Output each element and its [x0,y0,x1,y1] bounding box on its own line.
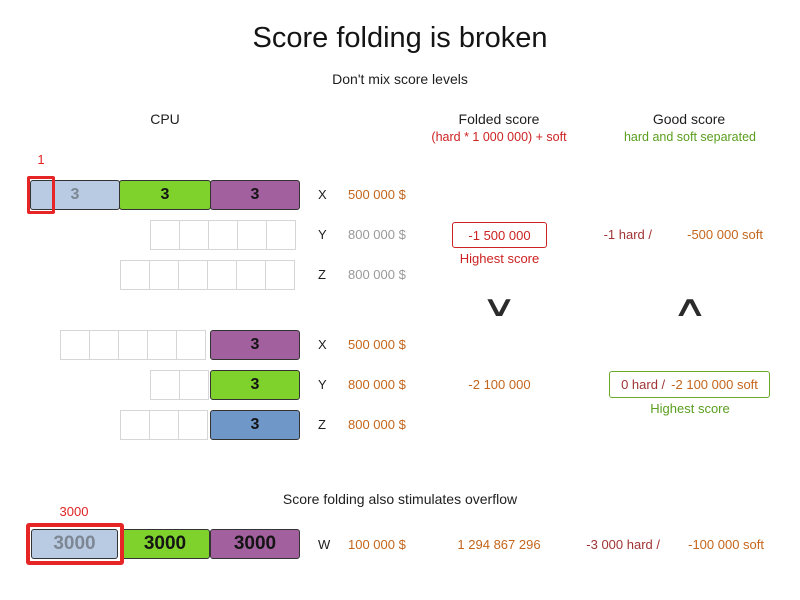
cpu-bar-empty [60,330,206,360]
machine-label: X [318,187,327,202]
empty-slot [208,220,238,250]
good-score-header: Good score [652,111,726,127]
empty-slot [149,260,179,290]
empty-slot [237,220,267,250]
empty-slot [120,410,150,440]
empty-slot [147,330,177,360]
empty-slot [150,220,180,250]
machine-cost: 800 000 $ [348,417,406,432]
empty-slot [266,220,296,250]
machine-label: Z [318,267,326,282]
overload-highlight-box [26,523,124,565]
process-block-blue: 3 [210,410,300,440]
good-score-formula: hard and soft separated [623,130,757,144]
process-block-green: 3 [119,180,211,210]
empty-slot [207,260,237,290]
machine-label: Y [318,227,327,242]
empty-slot [176,330,206,360]
highest-score-note-folded: Highest score [459,251,540,266]
empty-slot [60,330,90,360]
cpu-bar-empty [150,370,209,400]
good-score-soft: -100 000 soft [688,537,764,552]
empty-slot [179,220,209,250]
process-block-green: 3 [210,370,300,400]
overload-count-label: 1 [37,152,45,167]
folded-score-value: 1 294 867 296 [457,537,541,552]
machine-label: W [318,537,331,552]
overflow-subtitle: Score folding also stimulates overflow [282,491,518,507]
good-score-hard: -1 hard / [603,227,652,242]
empty-slot [265,260,295,290]
empty-slot [178,260,208,290]
folded-score-value: -1 500 000 [468,227,531,243]
folded-score-box: -1 500 000 [452,222,547,248]
machine-cost: 800 000 $ [348,227,406,242]
folded-score-value: -2 100 000 [468,377,531,392]
machine-label: X [318,337,327,352]
machine-cost: 500 000 $ [348,187,406,202]
worse-than-symbol: ∨ [480,291,518,323]
machine-label: Z [318,417,326,432]
folded-score-header: Folded score [458,111,540,127]
empty-slot [120,260,150,290]
empty-slot [89,330,119,360]
machine-cost: 100 000 $ [348,537,406,552]
process-block-purple: 3 [210,180,300,210]
machine-cost: 800 000 $ [348,267,406,282]
process-block-lightblue: 3000 [31,529,118,559]
good-score-soft: -500 000 soft [687,227,763,242]
section-subtitle: Don't mix score levels [332,71,468,87]
overload-count-label: 3000 [59,504,89,519]
good-score-hard: -3 000 hard / [586,537,660,552]
cpu-bar-empty [150,220,296,250]
cpu-bar-empty [120,410,208,440]
process-block-purple: 3 [210,330,300,360]
empty-slot [179,370,209,400]
page-title: Score folding is broken [252,22,548,54]
machine-cost: 500 000 $ [348,337,406,352]
cpu-column-header: CPU [150,111,180,127]
cpu-bar-empty [120,260,295,290]
process-block-purple: 3000 [210,529,300,559]
good-score-box: 0 hard / -2 100 000 soft [609,371,770,398]
process-block-lightblue: 3 [30,180,120,210]
better-than-symbol: ∧ [671,291,709,323]
empty-slot [236,260,266,290]
empty-slot [149,410,179,440]
good-score-hard: 0 hard / [621,377,666,392]
empty-slot [178,410,208,440]
empty-slot [150,370,180,400]
machine-label: Y [318,377,327,392]
machine-cost: 800 000 $ [348,377,406,392]
empty-slot [118,330,148,360]
folded-score-formula: (hard * 1 000 000) + soft [431,130,567,144]
good-score-soft: -2 100 000 soft [671,377,758,392]
process-block-green: 3000 [120,529,210,559]
highest-score-note-good: Highest score [650,401,730,416]
overload-highlight-box [27,176,55,214]
